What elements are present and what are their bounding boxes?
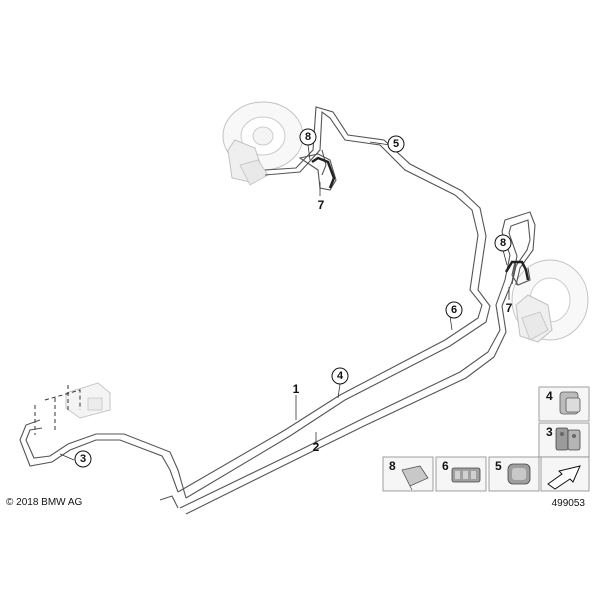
orientation-arrow-icon: [547, 465, 581, 490]
svg-text:8: 8: [305, 131, 311, 143]
svg-text:6: 6: [451, 304, 457, 316]
clip-part-4-icon: [559, 391, 581, 415]
legend-box-6: 6: [435, 456, 487, 492]
legend-box-3: 3: [538, 422, 590, 458]
callout-5: 5: [387, 135, 405, 153]
svg-text:3: 3: [546, 425, 553, 439]
copyright-text: © 2018 BMW AG: [6, 497, 83, 508]
svg-text:5: 5: [495, 459, 502, 473]
callout-7-rear: 7: [506, 301, 513, 315]
clip-part-3-icon: [555, 427, 581, 451]
clip-part-5-icon: [507, 463, 531, 485]
legend-box-5: 5: [488, 456, 540, 492]
svg-text:4: 4: [337, 370, 344, 382]
svg-text:8: 8: [500, 237, 506, 249]
leader-lines: [59, 141, 510, 461]
svg-text:4: 4: [546, 389, 553, 403]
svg-text:6: 6: [442, 459, 449, 473]
front-brake-disc: [222, 101, 304, 186]
callout-8-front: 8: [299, 128, 317, 146]
legend-box-4: 4: [538, 386, 590, 422]
bracket-part-8-icon: [401, 465, 429, 491]
callout-3: 3: [74, 450, 92, 468]
callout-4: 4: [331, 367, 349, 385]
callout-8-rear: 8: [494, 234, 512, 252]
svg-text:5: 5: [393, 138, 399, 150]
clip-part-6-icon: [451, 467, 481, 483]
legend-box-8: 8: [382, 456, 434, 492]
callout-2: 2: [313, 440, 320, 454]
callout-1: 1: [293, 382, 300, 396]
reference-id: 499053: [552, 498, 586, 509]
callout-6: 6: [445, 301, 463, 319]
svg-text:7: 7: [506, 301, 513, 315]
svg-text:3: 3: [80, 453, 86, 465]
svg-text:8: 8: [389, 459, 396, 473]
svg-text:1: 1: [293, 382, 300, 396]
rear-brake-disc: [511, 259, 589, 343]
abs-unit: [65, 382, 111, 419]
front-brake-hose: [311, 156, 336, 189]
legend-box-arrow: [540, 456, 590, 492]
rear-brake-hose: [504, 260, 530, 281]
svg-text:2: 2: [313, 440, 320, 454]
abs-dashed-connectors: [34, 385, 81, 435]
callout-7-front: 7: [318, 198, 325, 212]
svg-text:7: 7: [318, 198, 325, 212]
